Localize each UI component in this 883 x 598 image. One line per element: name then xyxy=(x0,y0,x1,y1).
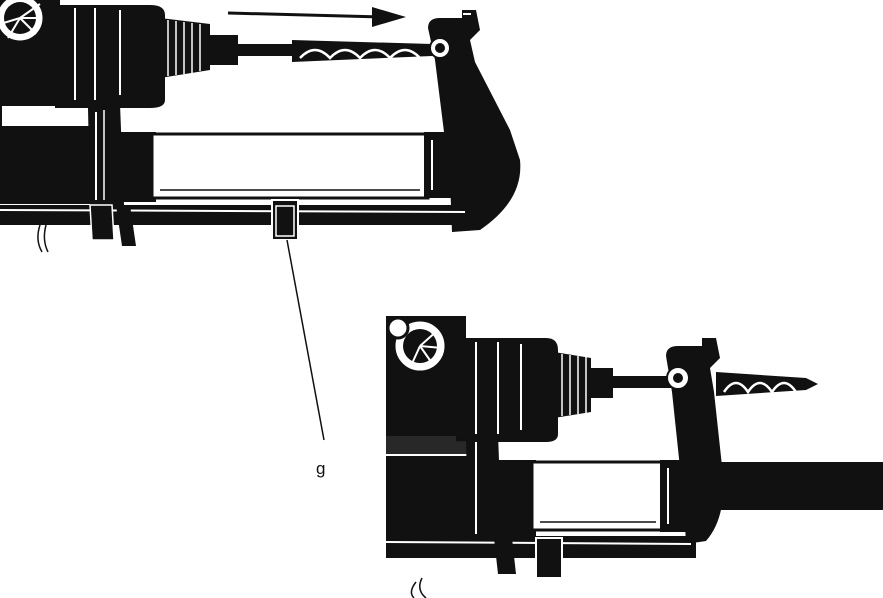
upper-chuck xyxy=(55,5,238,108)
lower-depth-stop xyxy=(666,338,724,544)
upper-rail xyxy=(0,199,470,253)
upper-assembly xyxy=(0,0,521,441)
label-g: g xyxy=(316,459,325,478)
lower-extended-rail xyxy=(716,462,883,510)
lower-rail xyxy=(385,536,696,598)
upper-gear-housing xyxy=(0,0,60,105)
lower-assembly xyxy=(385,316,883,598)
label-g-leader xyxy=(286,239,325,441)
lower-chuck xyxy=(456,338,613,442)
lower-drill-bit xyxy=(611,372,818,396)
lower-body xyxy=(386,434,688,540)
direction-arrow xyxy=(227,7,406,27)
upper-body xyxy=(0,102,454,205)
upper-depth-stop xyxy=(428,10,521,232)
upper-drill-bit xyxy=(236,40,444,62)
lower-gear-housing xyxy=(386,316,466,436)
